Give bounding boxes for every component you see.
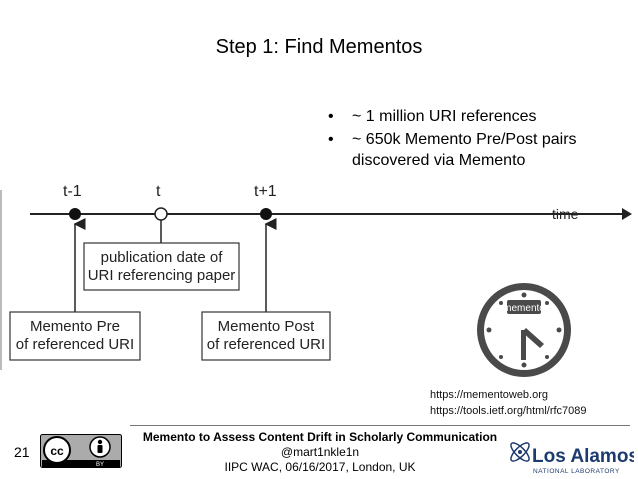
memento-logo: memento (477, 283, 571, 377)
lanl-subtitle: NATIONAL LABORATORY (533, 468, 620, 475)
memento-logo-text: memento (503, 303, 545, 314)
los-alamos-logo: Los Alamos NATIONAL LABORATORY (510, 442, 634, 475)
cc-icon (43, 436, 71, 464)
footer-handle: @mart1nkle1n (280, 445, 360, 459)
point-t (154, 207, 168, 221)
memento-logo-hand-long (521, 330, 526, 360)
label-t: t (156, 183, 161, 200)
bullet-list: ~ 1 million URI references ~ 650k Mement… (322, 106, 622, 173)
footer-event: IIPC WAC, 06/16/2017, London, UK (224, 460, 416, 474)
svg-text:BY: BY (96, 462, 104, 468)
bullet-item: ~ 1 million URI references (322, 106, 622, 127)
post-line-2: of referenced URI (206, 336, 326, 353)
timeline-diagram: time t-1 t t+1 (9, 183, 632, 361)
point-t-minus-1 (69, 208, 81, 220)
publication-box (83, 242, 240, 291)
slide-title: Step 1: Find Mementos (215, 36, 423, 58)
publication-line-2: URI referencing paper (87, 267, 236, 284)
post-box (201, 311, 331, 361)
slide-number: 21 (14, 444, 30, 460)
publication-line-1: publication date of (100, 249, 223, 266)
pre-box (9, 311, 141, 361)
label-t-minus-1: t-1 (63, 183, 82, 200)
label-t-plus-1: t+1 (254, 183, 277, 200)
footer-divider (130, 425, 630, 426)
publication-box-text: publication date of URI referencing pape… (84, 249, 239, 285)
post-box-text: Memento Post of referenced URI (202, 318, 330, 354)
footer-text: Memento to Assess Content Drift in Schol… (130, 430, 510, 475)
time-axis-arrowhead (622, 208, 632, 220)
pre-line-1: Memento Pre (29, 318, 121, 335)
post-line-1: Memento Post (217, 318, 315, 335)
memento-logo-hand-short (522, 328, 544, 348)
footer-talk-title: Memento to Assess Content Drift in Schol… (142, 430, 498, 444)
slide-edge-divider (0, 190, 2, 370)
pre-box-text: Memento Pre of referenced URI (10, 318, 140, 354)
memento-logo-plate (507, 300, 541, 314)
svg-text:cc: cc (50, 444, 64, 458)
time-axis-label: time (552, 206, 579, 222)
link-mementoweb[interactable]: https://mementoweb.org (430, 389, 549, 401)
pre-line-2: of referenced URI (15, 336, 135, 353)
cc-by-badge: cc BY (40, 434, 122, 468)
lanl-atom-icon (510, 442, 530, 462)
point-t-plus-1 (260, 208, 272, 220)
lanl-wordmark: Los Alamos (532, 446, 634, 467)
link-rfc7089[interactable]: https://tools.ietf.org/html/rfc7089 (430, 405, 587, 417)
reference-links: https://mementoweb.org https://tools.iet… (430, 387, 587, 419)
bullet-item: ~ 650k Memento Pre/Post pairs discovered… (322, 129, 622, 171)
